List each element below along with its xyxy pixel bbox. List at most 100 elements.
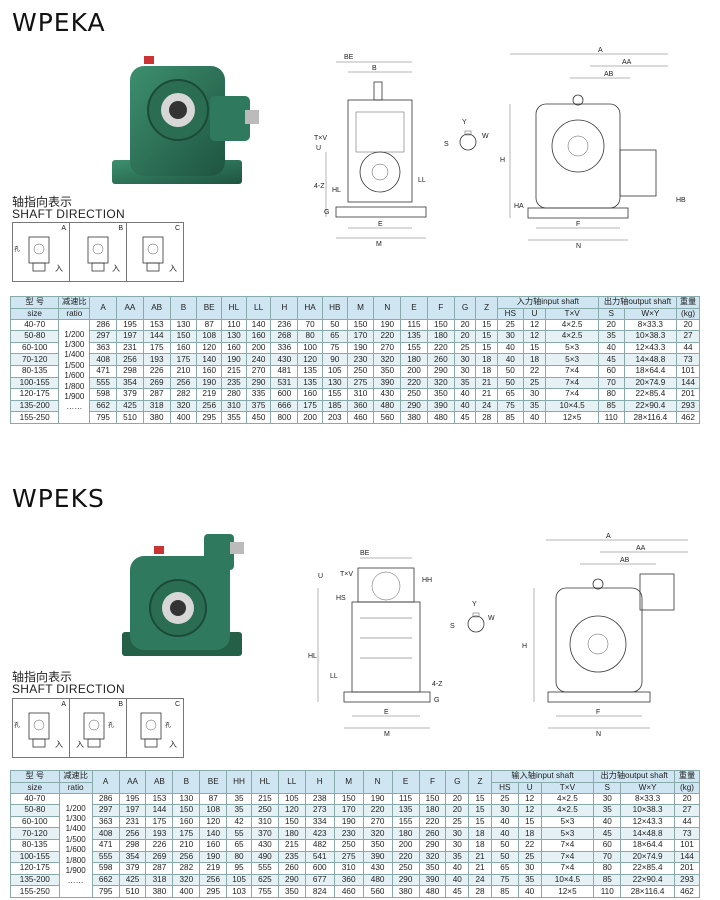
value-cell: 160 (297, 388, 323, 401)
value-cell: 170 (333, 804, 364, 817)
value-cell: 598 (89, 388, 118, 401)
value-cell: 350 (277, 885, 306, 898)
value-cell: 12 (517, 804, 542, 817)
value-cell: 220 (362, 804, 393, 817)
value-cell: 201 (676, 388, 700, 401)
value-cell: 144 (676, 376, 700, 390)
value-cell: 28×116.4 (623, 411, 678, 424)
header-kg: (kg) (676, 307, 700, 320)
value-cell: 20 (453, 330, 477, 343)
value-cell: 235 (277, 850, 306, 864)
value-cell: 40 (445, 873, 470, 887)
value-cell: 379 (118, 862, 147, 875)
header-TxV: T×V (540, 781, 595, 794)
value-cell: 260 (418, 827, 447, 840)
dim-F: F (576, 221, 580, 228)
size-cell: 40-70 (9, 318, 60, 332)
value-cell: 270 (245, 364, 272, 378)
value-cell: 21 (475, 388, 498, 401)
value-cell: 80 (297, 330, 323, 343)
value-cell: 510 (118, 885, 147, 898)
value-cell: 250 (391, 862, 420, 875)
value-cell: 22 (522, 364, 547, 378)
value-cell: 598 (91, 862, 120, 875)
dim-HB: HB (676, 197, 686, 204)
header-BE: BE (199, 770, 228, 794)
value-cell: 12×43.3 (620, 815, 675, 829)
size-cell: 135-200 (10, 873, 60, 887)
value-cell: 27 (673, 804, 701, 817)
value-cell: 160 (172, 815, 201, 829)
value-cell: 287 (145, 862, 174, 875)
value-cell: 269 (145, 850, 174, 864)
dim-HL: HL (332, 187, 341, 194)
value-cell: 541 (304, 850, 335, 864)
header-output-shaft: 出力轴output shaft (593, 770, 675, 783)
hole-label: 孔 (14, 247, 21, 253)
value-cell: 45 (445, 885, 470, 898)
value-cell: 44 (676, 341, 700, 355)
value-cell: 295 (196, 411, 223, 424)
value-cell: 65 (321, 330, 348, 343)
value-cell: 14×48.8 (620, 827, 675, 840)
value-cell: 50 (496, 364, 524, 378)
header-A: A (89, 296, 118, 320)
value-cell: 75 (496, 399, 524, 413)
value-cell: 423 (304, 827, 335, 840)
wpeks-spec-table: 型 号 减速比 A AA AB B BE HH HL LL H M N E F … (10, 770, 701, 898)
value-cell: 25 (517, 850, 542, 864)
dim-F: F (596, 709, 600, 716)
header-S: S (597, 307, 625, 320)
dim-W: W (482, 133, 489, 140)
value-cell: 18 (468, 838, 492, 852)
value-cell: 12 (522, 318, 547, 332)
value-cell: 115 (400, 318, 428, 332)
value-cell: 65 (496, 388, 524, 401)
value-cell: 35 (226, 792, 252, 806)
value-cell: 65 (490, 862, 519, 875)
dim-W: W (488, 615, 495, 622)
value-cell: 555 (250, 862, 279, 875)
ratio-value: 1/400 (64, 350, 85, 360)
value-cell: 662 (89, 399, 118, 413)
value-cell: 355 (221, 411, 247, 424)
dim-S: S (444, 141, 449, 148)
value-cell: 18 (475, 353, 498, 366)
value-cell: 75 (490, 873, 519, 887)
value-cell: 295 (199, 885, 228, 898)
input-label: 入 (76, 740, 84, 749)
value-cell: 40 (453, 399, 477, 413)
value-cell: 108 (196, 330, 223, 343)
value-cell: 7×4 (540, 862, 595, 875)
value-cell: 30 (453, 353, 477, 366)
value-cell: 21 (468, 850, 492, 864)
value-cell: 219 (196, 388, 223, 401)
value-cell: 40 (597, 341, 625, 355)
value-cell: 175 (172, 827, 201, 840)
value-cell: 190 (362, 792, 393, 806)
value-cell: 256 (172, 850, 201, 864)
value-cell: 40 (453, 388, 477, 401)
value-cell: 110 (221, 318, 247, 332)
size-cell: 80-135 (9, 364, 60, 378)
value-cell: 20 (597, 318, 625, 332)
dim-AA: AA (636, 545, 646, 552)
value-cell: 7×4 (545, 388, 599, 401)
size-cell: 100-155 (9, 376, 60, 390)
dim-G: G (324, 209, 329, 216)
dim-Y: Y (472, 601, 477, 608)
header-N: N (362, 770, 393, 794)
ratio-value: 1/500 (65, 834, 86, 844)
input-label: 入 (112, 264, 120, 273)
header-B: B (172, 770, 201, 794)
value-cell: 482 (304, 838, 335, 852)
value-cell: 256 (169, 376, 198, 390)
value-cell: 4×2.5 (540, 804, 595, 817)
value-cell: 60 (597, 364, 625, 378)
value-cell: 297 (89, 330, 118, 343)
value-cell: 70 (593, 850, 622, 864)
value-cell: 60 (593, 838, 622, 852)
